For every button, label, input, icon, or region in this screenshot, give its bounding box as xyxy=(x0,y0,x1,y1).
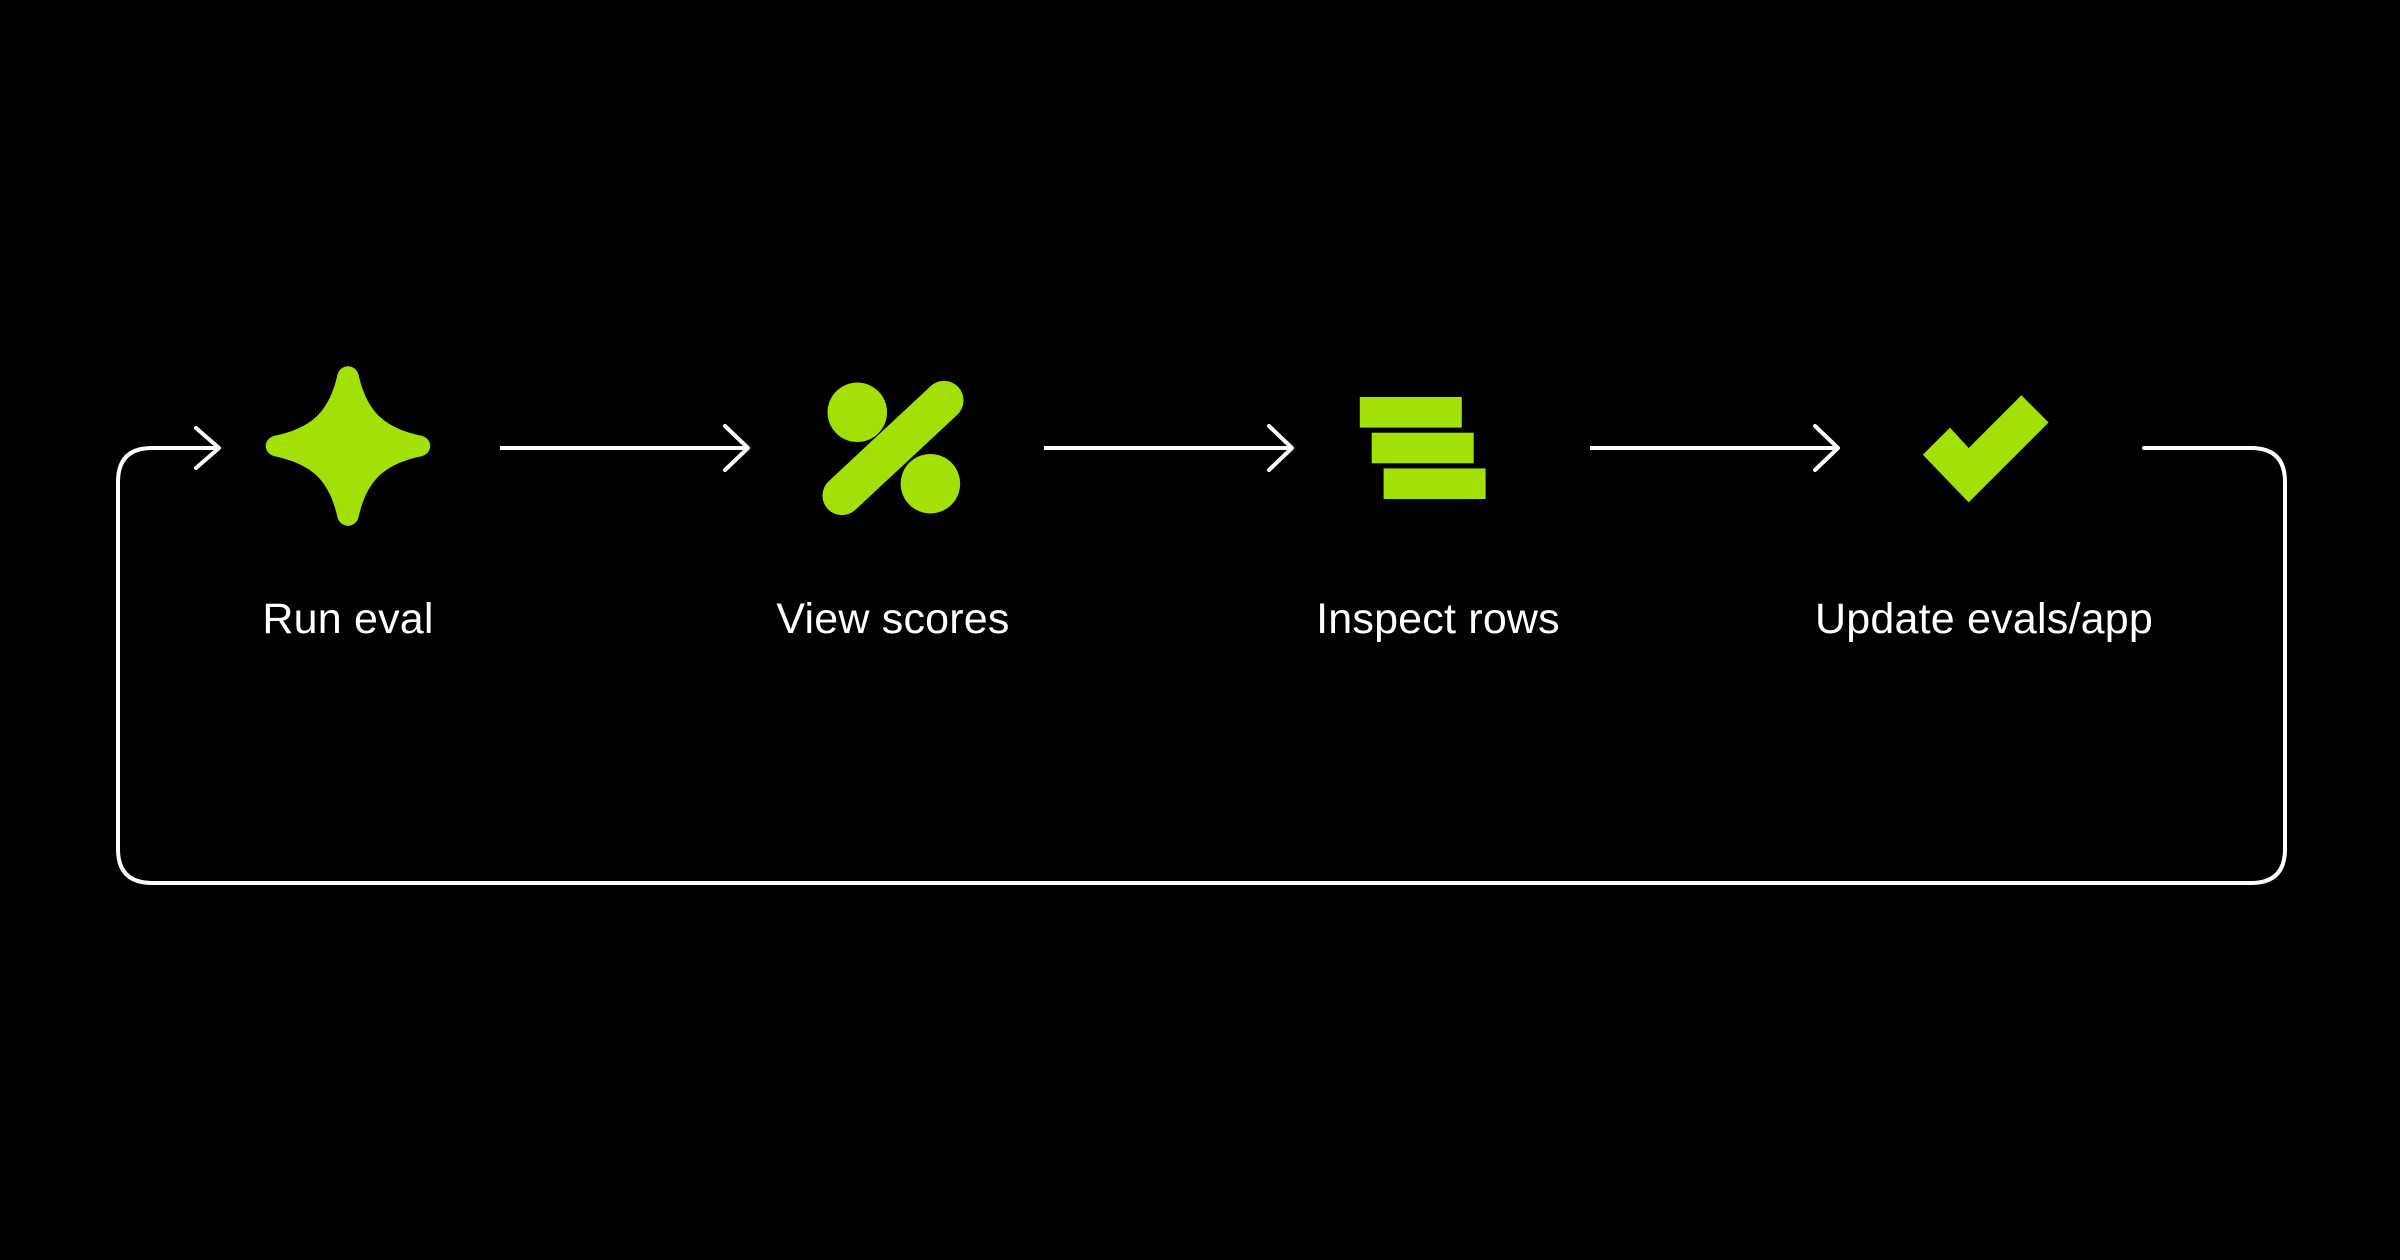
percent-icon xyxy=(808,363,978,533)
arrow-inspect-rows-to-update-evals xyxy=(1590,424,1840,472)
check-icon xyxy=(1899,363,2069,533)
step-label-inspect-rows: Inspect rows xyxy=(1316,595,1560,643)
arrow-run-eval-to-view-scores xyxy=(500,424,750,472)
feedback-loop-path xyxy=(116,426,2287,885)
arrow-view-scores-to-inspect-rows xyxy=(1044,424,1294,472)
step-label-run-eval: Run eval xyxy=(262,595,434,643)
sparkle-icon xyxy=(263,363,433,533)
bar-rows-icon xyxy=(1353,363,1523,533)
step-label-update-evals-app: Update evals/app xyxy=(1815,595,2153,643)
step-label-view-scores: View scores xyxy=(776,595,1010,643)
